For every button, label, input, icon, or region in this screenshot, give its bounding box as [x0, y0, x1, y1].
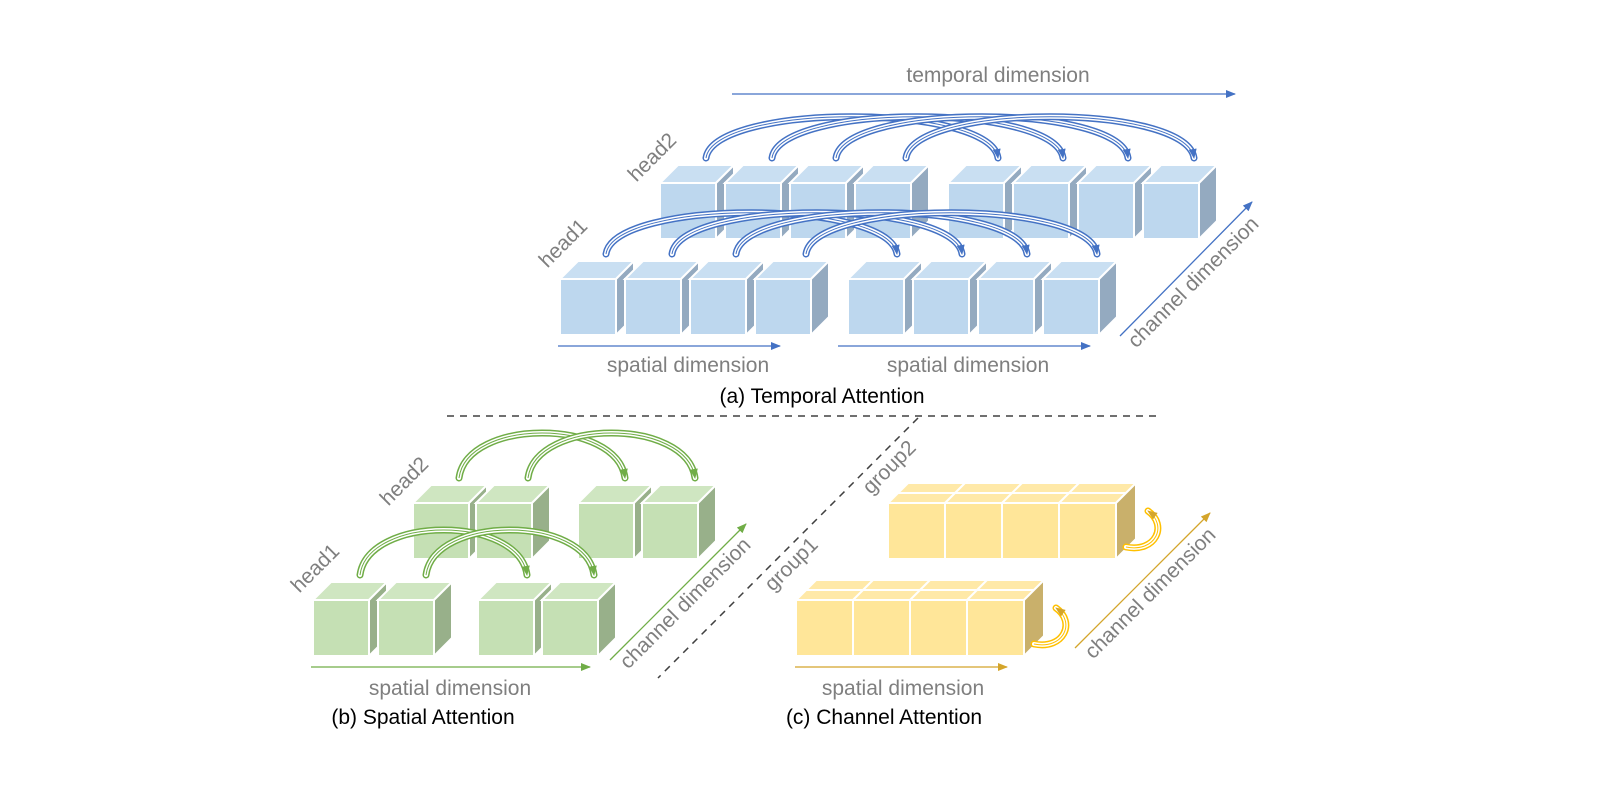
- temporal-dimension-label: temporal dimension: [906, 64, 1089, 87]
- channel-attention-arrows: [1030, 507, 1162, 649]
- block-cell: [966, 599, 1025, 657]
- spatial-head2-cube: [575, 482, 655, 562]
- block-cell: [887, 502, 946, 560]
- cube-front: [541, 599, 599, 657]
- temporal-head2-cube: [787, 162, 867, 242]
- temporal-attention-arrows: [602, 113, 1198, 258]
- caption-temporal: (a) Temporal Attention: [719, 385, 924, 408]
- cube-side: [1098, 258, 1118, 338]
- temporal-head2-cube: [1075, 162, 1155, 242]
- cube-front: [1077, 182, 1135, 240]
- channel-group2-arrow: [1125, 510, 1159, 549]
- channel-axis-arrow: [609, 523, 747, 661]
- channel-group1-block: [793, 577, 1047, 659]
- channel-axis-arrow: [1074, 512, 1211, 649]
- temporal-head2-cube: [1140, 162, 1220, 242]
- channel-group1-arrow: [1033, 607, 1067, 646]
- block-cell: [852, 599, 911, 657]
- temporal-attention-panel: temporal dimension spatial dimension spa…: [535, 64, 1264, 408]
- cube-front: [912, 278, 970, 336]
- cube-front: [559, 278, 617, 336]
- temporal-head1-cube: [752, 258, 832, 338]
- cube-side: [810, 258, 830, 338]
- cube-side: [697, 482, 717, 562]
- spatial-head2-arrow: [527, 432, 698, 479]
- spatial-head1-cube: [375, 579, 455, 659]
- spatial-head1-arrow: [425, 529, 597, 576]
- temporal-head1-cube: [910, 258, 990, 338]
- cube-front: [847, 278, 905, 336]
- block-cell: [909, 599, 968, 657]
- temporal-head2-cube: [1010, 162, 1090, 242]
- temporal-head1-cube: [1040, 258, 1120, 338]
- spatial-dimension-label: spatial dimension: [822, 677, 984, 700]
- channel-group2-block: [885, 480, 1139, 562]
- cube-side: [531, 482, 551, 562]
- temporal-head1-arrow: [805, 212, 1100, 255]
- cube-front: [754, 278, 812, 336]
- cube-front: [641, 502, 699, 560]
- spatial-head1-cube: [475, 579, 555, 659]
- caption-spatial: (b) Spatial Attention: [331, 706, 514, 729]
- cube-front: [312, 599, 370, 657]
- block-cell: [944, 502, 1003, 560]
- block-cell: [1001, 502, 1060, 560]
- channel-attention-panel: spatial dimension channel dimension grou…: [760, 436, 1220, 729]
- spatial-dimension-label-2: spatial dimension: [887, 354, 1049, 377]
- cube-front: [689, 278, 747, 336]
- caption-channel: (c) Channel Attention: [786, 706, 982, 729]
- cube-front: [577, 502, 635, 560]
- diagonal-separator: [657, 417, 919, 679]
- cube-front: [977, 278, 1035, 336]
- channel-axis-arrow: [1119, 201, 1253, 337]
- spatial-dimension-label-1: spatial dimension: [607, 354, 769, 377]
- cube-side: [1198, 162, 1218, 242]
- temporal-head1-cube: [687, 258, 767, 338]
- spatial-dimension-label: spatial dimension: [369, 677, 531, 700]
- spatial-head1-cube: [539, 579, 619, 659]
- temporal-head1-arrow: [671, 212, 965, 255]
- spatial-cubes: [310, 482, 719, 659]
- cube-front: [624, 278, 682, 336]
- temporal-head2-arrow: [705, 116, 1001, 159]
- cube-front: [477, 599, 535, 657]
- channel-blocks: [793, 480, 1139, 659]
- cube-side: [597, 579, 617, 659]
- spatial-head1-cube: [310, 579, 390, 659]
- cube-front: [1042, 278, 1100, 336]
- temporal-head2-arrow: [771, 116, 1066, 159]
- spatial-attention-panel: spatial dimension channel dimension head…: [287, 429, 755, 729]
- temporal-head1-cube: [622, 258, 702, 338]
- block-cell: [795, 599, 854, 657]
- temporal-cubes: [557, 162, 1220, 338]
- spatial-head2-cube: [639, 482, 719, 562]
- cube-side: [433, 579, 453, 659]
- temporal-head2-arrow: [835, 116, 1131, 159]
- block-cell: [1058, 502, 1117, 560]
- temporal-head1-cube: [557, 258, 637, 338]
- temporal-head2-arrow: [905, 116, 1197, 159]
- cube-front: [1012, 182, 1070, 240]
- temporal-head1-arrow: [605, 212, 900, 255]
- temporal-head1-arrow: [735, 212, 1030, 255]
- spatial-attention-arrows: [356, 429, 699, 579]
- spatial-head2-arrow: [458, 432, 628, 479]
- spatial-head1-arrow: [359, 529, 530, 576]
- cube-front: [1142, 182, 1200, 240]
- cube-front: [377, 599, 435, 657]
- temporal-head1-cube: [975, 258, 1055, 338]
- temporal-head1-cube: [845, 258, 925, 338]
